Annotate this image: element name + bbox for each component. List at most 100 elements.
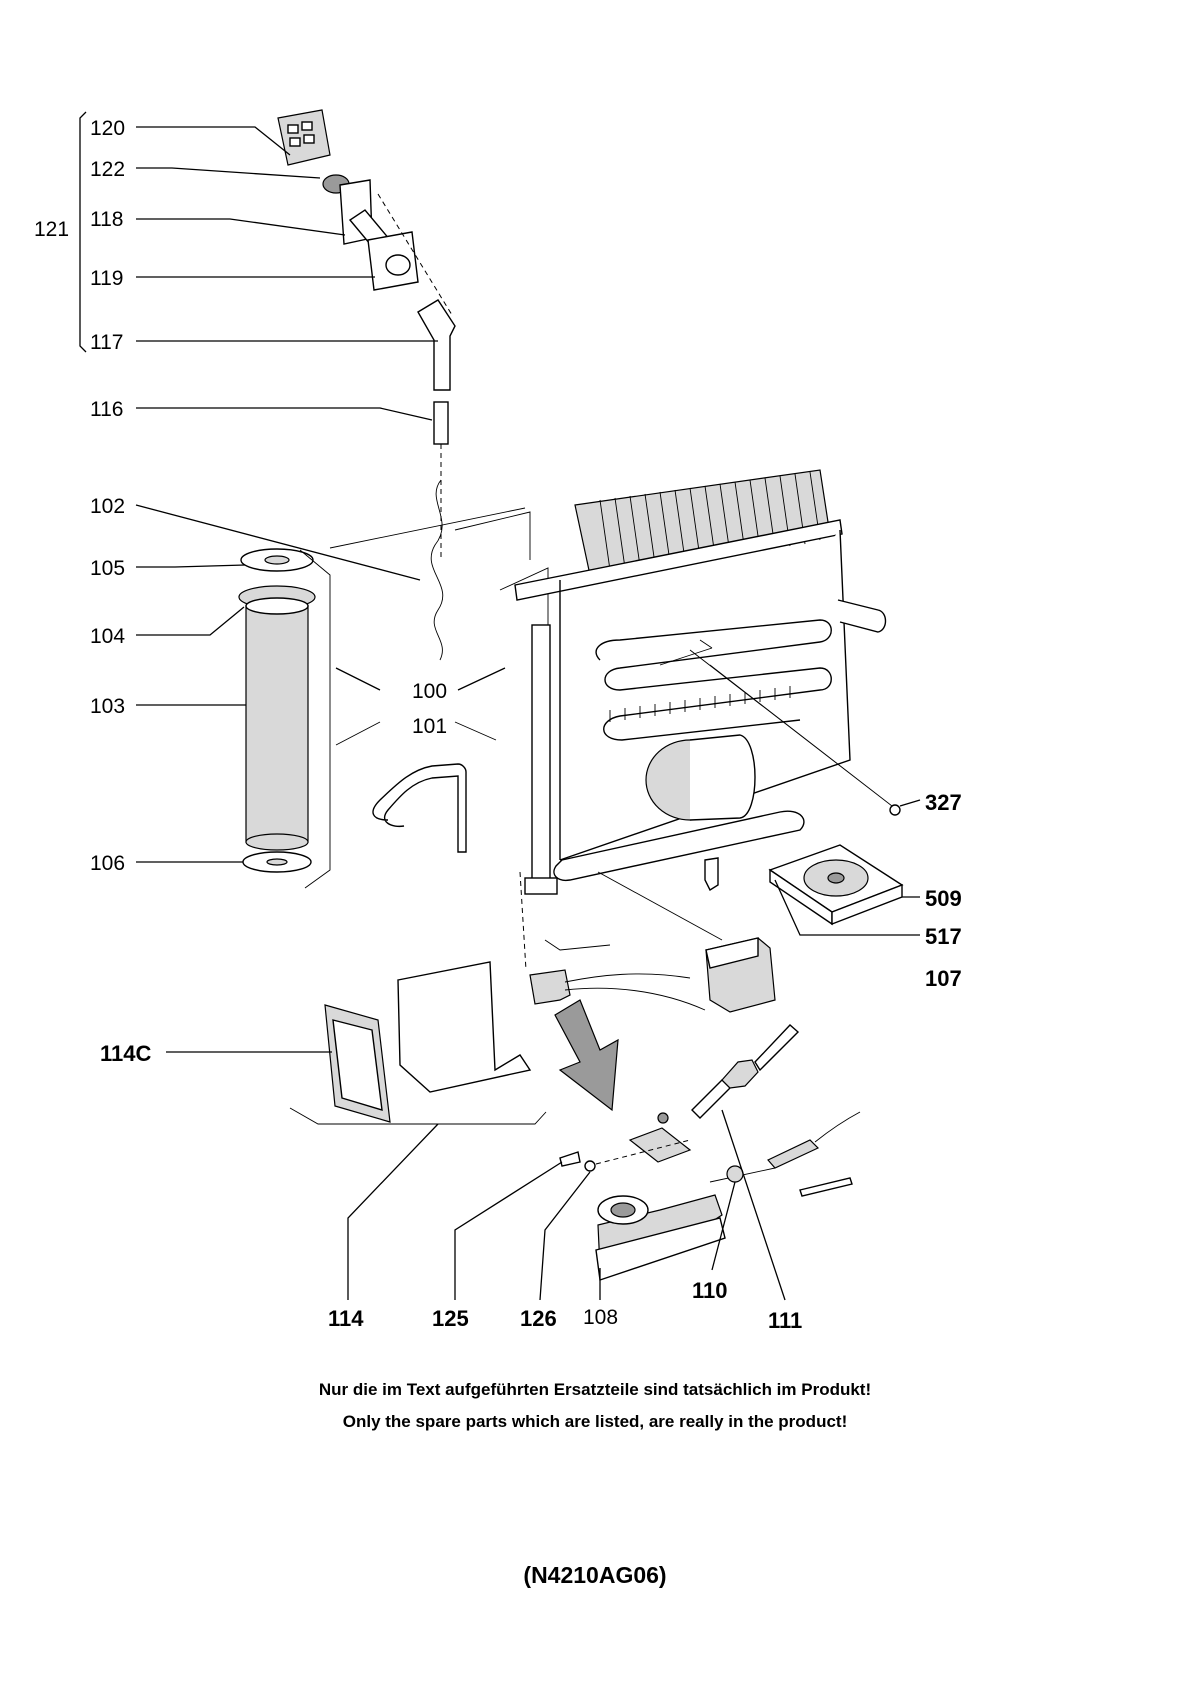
group-bracket-100c	[454, 511, 531, 560]
boiler-base	[524, 877, 558, 895]
bottom-tab	[704, 857, 719, 892]
part-111-igniter	[691, 1079, 731, 1119]
leader-107-link	[597, 871, 723, 941]
igniter-body	[721, 1059, 759, 1089]
label-517: 517	[925, 924, 962, 949]
leader-327-a	[689, 649, 893, 807]
group-bracket-100d	[499, 567, 549, 652]
label-107: 107	[925, 966, 962, 991]
burner-cover	[597, 871, 776, 1013]
label-108: 108	[583, 1306, 618, 1329]
leader-111	[721, 1109, 786, 1301]
thermo-wire	[659, 639, 713, 666]
burner-hole	[610, 1202, 636, 1218]
drawing-code: (N4210AG06)	[523, 1562, 667, 1588]
thermocouple-probe	[799, 1177, 853, 1197]
leader-125	[454, 1161, 563, 1300]
burner-axis	[519, 871, 527, 971]
vent-slot	[289, 137, 301, 147]
label-116: 116	[90, 398, 123, 421]
disc-hole	[264, 555, 290, 565]
fin-teeth	[609, 686, 791, 722]
label-100: 100	[412, 680, 447, 703]
frame-window	[332, 1019, 383, 1111]
leader-122	[136, 167, 321, 179]
leader-lines	[135, 126, 921, 1301]
fan-assembly	[768, 844, 904, 926]
label-121: 121	[34, 218, 69, 241]
fan-hub	[827, 872, 845, 884]
part-114-shield-back	[397, 961, 532, 1093]
vent-slot	[303, 134, 315, 144]
label-126: 126	[520, 1306, 557, 1331]
leader-327	[899, 799, 921, 807]
flue-assembly-group	[79, 109, 456, 661]
boiler-insulation-group	[238, 507, 549, 889]
part-110-nozzle	[726, 1165, 744, 1183]
detail-arrow	[554, 999, 619, 1112]
leader-116	[136, 407, 433, 421]
part-labels: 120 122 118 121 119 117 116 102 105 104 …	[34, 117, 962, 1333]
top-mounting-bar	[514, 519, 843, 601]
part-101-gas-pipe	[372, 763, 467, 853]
part-126-washer	[584, 1160, 596, 1172]
bracket-screw	[657, 1112, 669, 1124]
leader-120	[136, 126, 291, 156]
label-104: 104	[90, 625, 125, 648]
label-114: 114	[328, 1306, 364, 1331]
vent-slot	[287, 124, 299, 134]
igniter-cable	[754, 1024, 800, 1072]
lower-pipe	[553, 810, 805, 882]
note-german: Nur die im Text aufgeführten Ersatzteile…	[318, 1380, 872, 1399]
bracket-114	[289, 1107, 547, 1125]
cylinder-top	[245, 597, 309, 615]
thermocouple	[767, 1139, 820, 1169]
part-116-coupler	[433, 401, 449, 445]
part-327-screw	[889, 804, 901, 816]
label-125: 125	[432, 1306, 469, 1331]
leader-110	[711, 1181, 736, 1271]
label-509: 509	[925, 886, 962, 911]
plate-hole	[385, 254, 411, 276]
assembly-axis	[377, 193, 453, 316]
label-119: 119	[90, 267, 123, 290]
label-118: 118	[90, 208, 123, 231]
fin-lines	[599, 471, 821, 571]
burner-bracket	[628, 1127, 692, 1163]
note-english: Only the spare parts which are listed, a…	[342, 1412, 848, 1431]
part-117-elbow	[417, 299, 456, 391]
label-101: 101	[412, 715, 447, 738]
leader-100	[335, 667, 506, 691]
label-103: 103	[90, 695, 125, 718]
burner-wires	[544, 939, 706, 1011]
leader-105	[136, 564, 246, 568]
label-111: 111	[768, 1308, 802, 1333]
cylinder-bottom	[245, 833, 309, 851]
leader-114	[347, 1123, 439, 1300]
label-114C: 114C	[100, 1041, 151, 1066]
leader-102	[135, 504, 421, 581]
label-120: 120	[90, 117, 125, 140]
boiler-tube	[531, 624, 551, 881]
label-106: 106	[90, 852, 125, 875]
label-117: 117	[90, 331, 123, 354]
burner-base	[595, 1217, 726, 1281]
part-102-baffle-spiral	[430, 479, 444, 661]
leader-126	[539, 1171, 591, 1301]
screw-axis	[595, 1139, 691, 1165]
disc-hole	[266, 858, 288, 866]
part-103-insulation-cylinder	[245, 605, 309, 843]
cooling-unit	[514, 469, 901, 895]
group-bracket-100	[299, 549, 331, 889]
vent-slot	[301, 121, 313, 131]
vessel-body	[689, 734, 756, 821]
group-bracket-100b	[329, 507, 526, 549]
label-327: 327	[925, 790, 962, 815]
side-pipe	[837, 599, 887, 633]
burner-group	[519, 871, 861, 1281]
shield-group	[289, 961, 547, 1125]
bracket-101	[335, 721, 497, 746]
label-105: 105	[90, 557, 125, 580]
label-122: 122	[90, 158, 125, 181]
